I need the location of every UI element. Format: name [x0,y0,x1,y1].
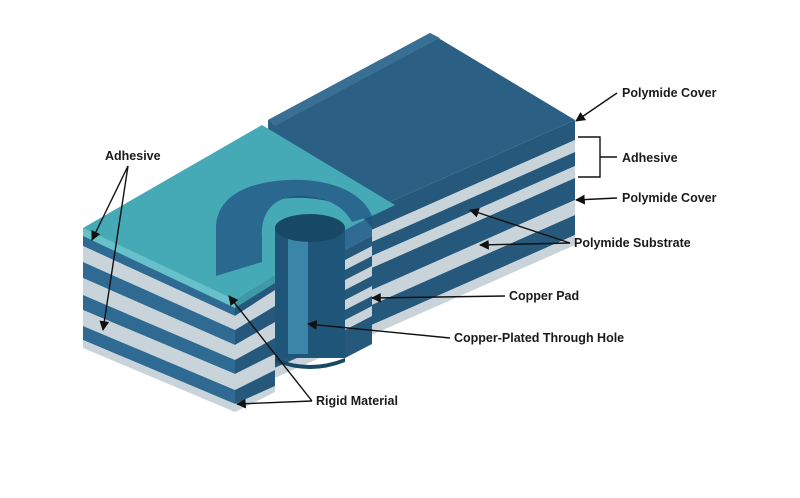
arrow-polymide-substrate-b [479,239,571,250]
label-polymide-cover-top: Polymide Cover [622,86,717,100]
arrow-adhesive-left-a [91,165,129,241]
top-cover-highlight [268,33,440,126]
arrow-polymide-substrate-a [469,208,571,244]
label-adhesive-right: Adhesive [622,151,678,165]
label-rigid-material: Rigid Material [316,394,398,408]
bracket-adhesive-right [578,136,617,178]
pointer-lines [91,92,618,409]
label-adhesive-left: Adhesive [105,149,161,163]
arrow-adhesive-left-b [99,165,129,331]
through-hole-bore [275,228,345,358]
through-hole-bottom [275,358,345,369]
teal-cut-edge [235,275,275,308]
right-cut-face [345,216,372,358]
right-side-face [270,120,575,380]
arrow-polymide-cover-top [575,92,618,122]
label-polymide-substrate: Polymide Substrate [574,236,691,250]
label-copper-pad: Copper Pad [509,289,579,303]
copper-pad-top [216,179,372,276]
arrow-polymide-cover-mid [575,194,618,205]
arrow-copper-pad [371,292,506,303]
left-front-face [83,228,235,412]
label-polymide-cover-mid: Polymide Cover [622,191,717,205]
label-through-hole: Copper-Plated Through Hole [454,331,624,345]
arrow-rigid-material-b [236,398,313,409]
through-hole-bore-highlight [288,232,308,354]
arrow-rigid-material-a [228,295,313,402]
through-hole-rim [275,214,345,242]
arrow-through-hole [307,319,451,339]
teal-front-edge [83,228,235,308]
